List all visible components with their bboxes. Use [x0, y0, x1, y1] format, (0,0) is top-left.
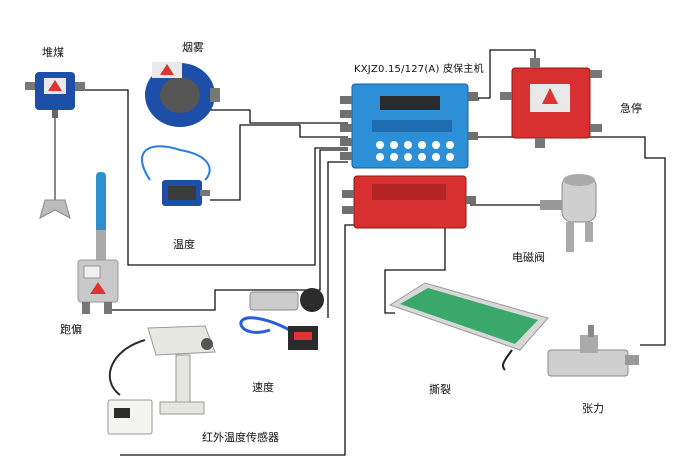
controller-power-unit — [342, 175, 476, 229]
label-controller: KXJZ0.15/127(A) 皮保主机 — [354, 64, 484, 75]
wire-coal-pile — [72, 89, 348, 266]
wire-infrared — [120, 224, 355, 456]
tension-sensor-device — [547, 325, 639, 377]
label-solenoid-valve: 电磁阀 — [512, 251, 545, 264]
smoke-sensor — [145, 62, 220, 127]
emergency-stop-device — [500, 58, 602, 148]
label-emergency-stop: 急停 — [620, 102, 642, 115]
tear-detector-device — [388, 282, 549, 371]
wire-smoke — [205, 109, 348, 124]
wire-tension — [470, 136, 666, 346]
label-speed: 速度 — [252, 381, 274, 394]
label-tear: 撕裂 — [429, 383, 451, 396]
wire-tear — [384, 225, 446, 314]
wire-deviation — [108, 149, 348, 311]
temperature-sensor — [140, 145, 211, 206]
speed-sensor — [239, 288, 324, 350]
wire-speed — [327, 161, 348, 318]
label-deviation: 跑偏 — [60, 323, 82, 336]
controller-main-unit — [340, 83, 478, 169]
label-infrared-temp-sensor: 红外温度传感器 — [202, 431, 279, 444]
label-smoke: 烟雾 — [182, 41, 204, 54]
label-tension: 张力 — [582, 402, 604, 415]
deviation-sensor — [77, 172, 119, 314]
infrared-temp-sensor-device — [107, 325, 216, 435]
wire-temperature — [210, 124, 348, 201]
label-temperature: 温度 — [173, 238, 195, 251]
label-coal-pile: 堆煤 — [42, 46, 64, 59]
coal-pile-sensor — [25, 72, 85, 219]
connection-wires — [72, 49, 666, 456]
solenoid-valve-device — [540, 174, 597, 252]
